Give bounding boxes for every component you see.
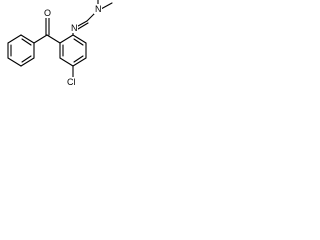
bond [72, 34, 87, 44]
bond [73, 55, 84, 63]
amidine-chain [72, 0, 113, 36]
phenyl-ring-central [59, 34, 87, 67]
bond [46, 34, 61, 44]
atom-label-n-imine: N [71, 23, 78, 33]
bond [33, 34, 48, 44]
atom-label-chlorine: Cl [67, 77, 76, 87]
bond [77, 22, 89, 30]
atom-oxygen: O [43, 8, 51, 18]
atom-n-imine: N [70, 23, 78, 33]
atom-label-oxygen: O [44, 8, 51, 18]
bond [20, 57, 35, 67]
bond [72, 57, 87, 67]
bond [59, 34, 74, 44]
chemical-structure-diagram: N N O Cl [7, 0, 113, 87]
phenyl-ring-left [7, 34, 35, 67]
bond [7, 57, 22, 67]
bond [100, 2, 113, 10]
atom-label-n-dimethyl: N [95, 4, 102, 14]
atom-chlorine: Cl [67, 77, 79, 87]
carbonyl-group [33, 16, 61, 44]
bond [73, 38, 84, 46]
bond [7, 34, 22, 44]
bond [59, 57, 74, 67]
bond [21, 38, 32, 46]
bond [21, 55, 32, 63]
bond [20, 34, 35, 44]
bond [77, 20, 88, 27]
atom-n-dimethyl: N [94, 4, 102, 14]
